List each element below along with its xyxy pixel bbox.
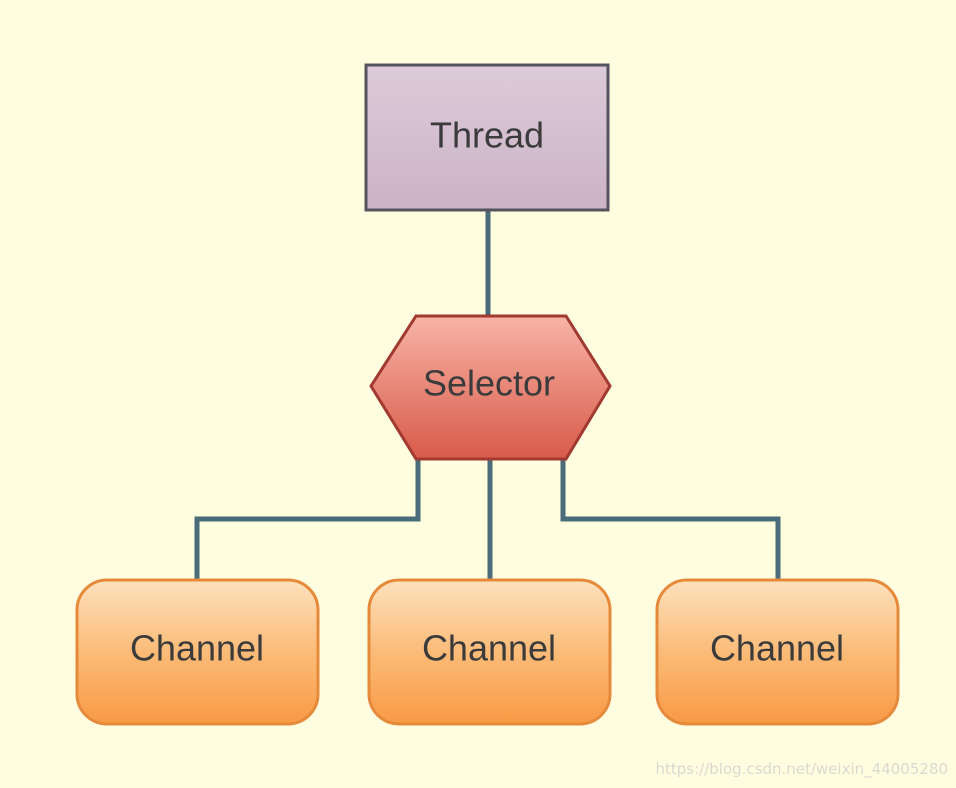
selector-node: Selector <box>369 314 612 461</box>
channel-box <box>655 578 900 726</box>
edge-selector-channel-3 <box>560 458 781 580</box>
edge-selector-channel-1 <box>194 458 421 580</box>
watermark-url: https://blog.csdn.net/weixin_44005280 <box>655 760 948 778</box>
channel-node-2: Channel <box>367 578 612 726</box>
channel-box <box>75 578 320 726</box>
connector-lines <box>194 210 781 580</box>
selector-label: Selector <box>423 363 555 404</box>
channel-label: Channel <box>422 628 556 669</box>
channel-node-1: Channel <box>75 578 320 726</box>
thread-node: Thread <box>364 63 610 212</box>
channel-label: Channel <box>710 628 844 669</box>
channel-node-3: Channel <box>655 578 900 726</box>
selector-hexagon <box>369 314 612 461</box>
channel-label: Channel <box>130 628 264 669</box>
thread-box <box>364 63 610 212</box>
thread-label: Thread <box>430 115 544 156</box>
channel-box <box>367 578 612 726</box>
